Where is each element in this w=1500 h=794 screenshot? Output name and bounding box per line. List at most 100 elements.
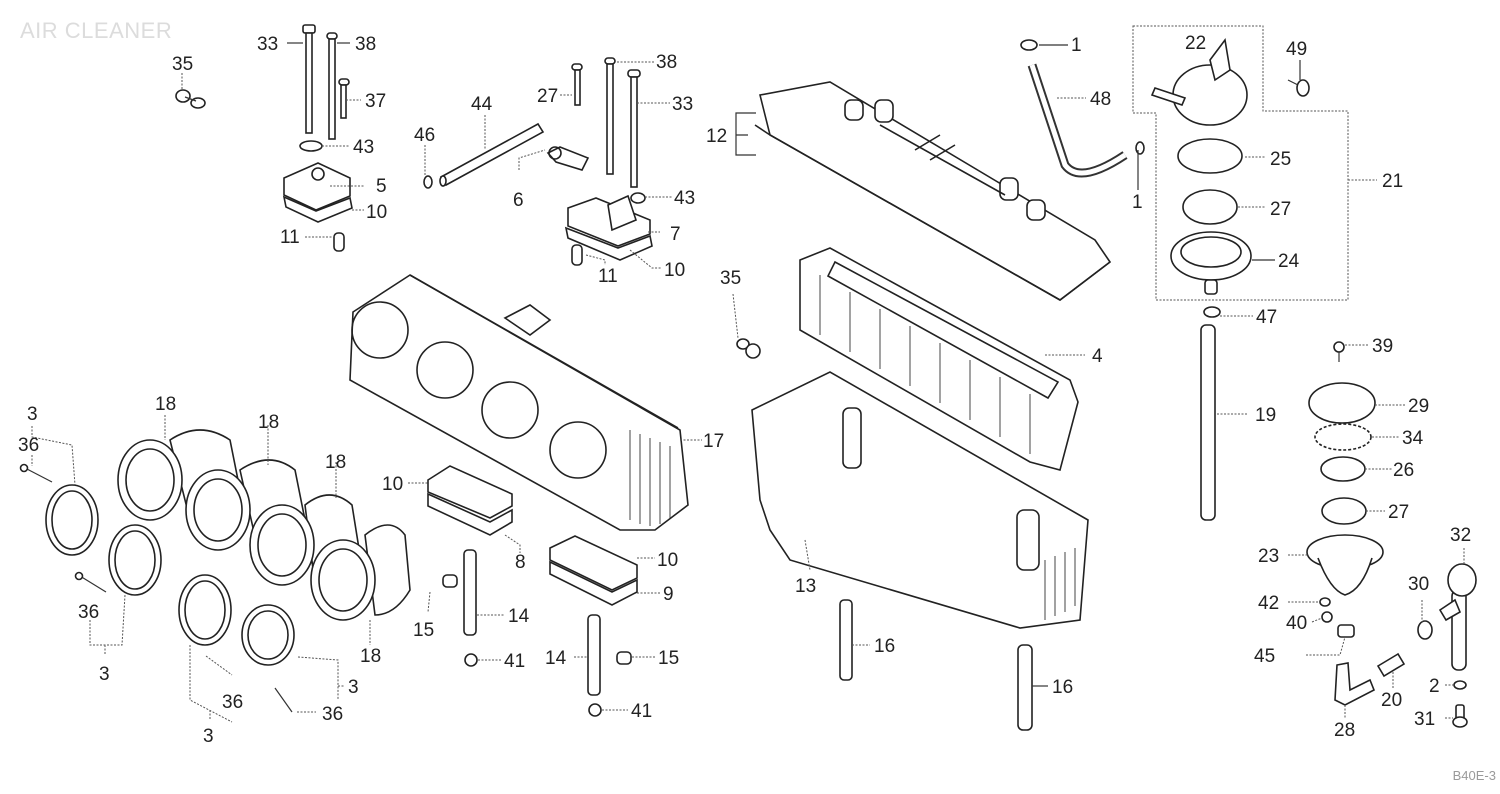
part-22-strainer-body[interactable]: [1150, 38, 1248, 126]
callout-47: 47: [1256, 307, 1277, 328]
part-2-clip[interactable]: [1453, 680, 1467, 690]
part-29-cover[interactable]: [1308, 382, 1376, 424]
part-24-bowl[interactable]: [1170, 231, 1252, 295]
part-27-gasket[interactable]: [1182, 189, 1238, 225]
part-45-joint[interactable]: [1337, 624, 1355, 638]
callout-24: 24: [1278, 251, 1300, 272]
callout-14: 14: [508, 606, 530, 627]
part-40-screw[interactable]: [1321, 611, 1333, 623]
part-41-nut-b[interactable]: [588, 703, 602, 717]
callout-40: 40: [1286, 613, 1307, 634]
part-10-rubber-b[interactable]: [564, 226, 653, 261]
part-41-nut-a[interactable]: [464, 653, 478, 667]
diagram-title: AIR CLEANER: [20, 18, 173, 43]
callout-21: 21: [1382, 171, 1403, 192]
part-49-screw[interactable]: [1287, 79, 1310, 97]
part-20-joint[interactable]: [1376, 652, 1406, 678]
callout-3: 3: [203, 726, 214, 747]
part-4-filter-element[interactable]: [799, 247, 1079, 471]
callout-27: 27: [1270, 199, 1291, 220]
part-3-clamp-d[interactable]: [241, 604, 295, 666]
part-38-bolt[interactable]: [326, 32, 338, 140]
part-5-bracket[interactable]: [283, 162, 351, 211]
part-1-clip-b[interactable]: [1135, 141, 1145, 155]
part-47-clip[interactable]: [1203, 306, 1221, 318]
callout-35: 35: [172, 54, 193, 75]
callout-27: 27: [537, 86, 558, 107]
callout-2: 2: [1429, 676, 1440, 697]
callout-10: 10: [366, 202, 387, 223]
part-21-strainer-group[interactable]: [1132, 25, 1349, 301]
part-33-bolt[interactable]: [299, 24, 323, 152]
callout-10: 10: [664, 260, 685, 281]
callout-45: 45: [1254, 646, 1275, 667]
part-28-elbow[interactable]: [1334, 662, 1376, 706]
callout-32: 32: [1450, 525, 1471, 546]
callout-36: 36: [322, 704, 343, 725]
part-12-air-cleaner-cover[interactable]: [754, 81, 1112, 301]
part-9-plate[interactable]: [549, 560, 638, 606]
part-15-collar-a[interactable]: [442, 574, 458, 588]
part-19-fuel-tube[interactable]: [1200, 324, 1216, 521]
part-30-clip[interactable]: [1417, 620, 1433, 640]
diagram-code: B40E-3: [1452, 768, 1496, 783]
callout-8: 8: [515, 552, 526, 573]
part-39-screw[interactable]: [1333, 341, 1345, 362]
part-14-spacer-a[interactable]: [463, 549, 477, 636]
part-6-clamp[interactable]: [546, 146, 590, 171]
part-35-clip-b[interactable]: [736, 338, 761, 359]
part-48-hose[interactable]: [1027, 63, 1128, 178]
part-10-rubber-a[interactable]: [282, 195, 353, 223]
part-34-gasket[interactable]: [1314, 423, 1372, 451]
part-10-rubber-c[interactable]: [427, 465, 513, 519]
part-26-diaphragm[interactable]: [1320, 456, 1366, 482]
part-16-bolt-a[interactable]: [839, 599, 853, 681]
part-27-gasket-b[interactable]: [1321, 497, 1367, 525]
callout-17: 17: [703, 431, 724, 452]
callout-10: 10: [382, 474, 403, 495]
part-44-rod[interactable]: [439, 122, 545, 187]
part-3-clamp-b[interactable]: [108, 524, 162, 596]
part-7-bracket[interactable]: [567, 194, 651, 247]
part-46-clip[interactable]: [423, 175, 433, 189]
part-3-clamp-a[interactable]: [45, 484, 99, 556]
part-27-bolt[interactable]: [571, 63, 583, 106]
part-33-bolt-b[interactable]: [627, 69, 641, 188]
part-43-washer[interactable]: [630, 192, 646, 204]
part-35-clip[interactable]: [175, 89, 206, 109]
part-38-bolt-b[interactable]: [604, 57, 616, 175]
callout-19: 19: [1255, 405, 1276, 426]
part-11-collar-a[interactable]: [333, 232, 345, 252]
part-32-hose[interactable]: [1438, 563, 1477, 671]
part-37-bolt[interactable]: [338, 78, 350, 119]
callout-12: 12: [706, 126, 727, 147]
part-15-collar-b[interactable]: [616, 651, 632, 665]
callout-15: 15: [658, 648, 679, 669]
callout-39: 39: [1372, 336, 1393, 357]
part-1-clip-a[interactable]: [1020, 39, 1038, 51]
part-16-bolt-b[interactable]: [1017, 644, 1033, 731]
callout-42: 42: [1258, 593, 1279, 614]
part-31-bolt[interactable]: [1452, 704, 1468, 728]
part-42-oring[interactable]: [1319, 597, 1331, 607]
part-23-fuel-cock-body[interactable]: [1306, 534, 1384, 596]
callout-41: 41: [631, 701, 652, 722]
callout-11: 11: [598, 266, 618, 287]
callout-1: 1: [1071, 35, 1082, 56]
callout-44: 44: [471, 94, 493, 115]
part-18-funnel-d[interactable]: [310, 524, 411, 621]
part-8-plate[interactable]: [427, 492, 513, 536]
part-10-rubber-d[interactable]: [549, 535, 638, 591]
part-36-screws[interactable]: [19, 463, 293, 713]
callout-36: 36: [78, 602, 99, 623]
part-13-air-cleaner-case[interactable]: [751, 371, 1089, 629]
callout-18: 18: [258, 412, 279, 433]
part-17-intake-chamber[interactable]: [349, 274, 689, 531]
callout-37: 37: [365, 91, 386, 112]
part-14-spacer-b[interactable]: [587, 614, 601, 696]
callout-6: 6: [513, 190, 524, 211]
part-11-collar-b[interactable]: [571, 244, 583, 266]
part-3-clamp-c[interactable]: [178, 574, 232, 646]
part-25-screen[interactable]: [1177, 138, 1243, 174]
